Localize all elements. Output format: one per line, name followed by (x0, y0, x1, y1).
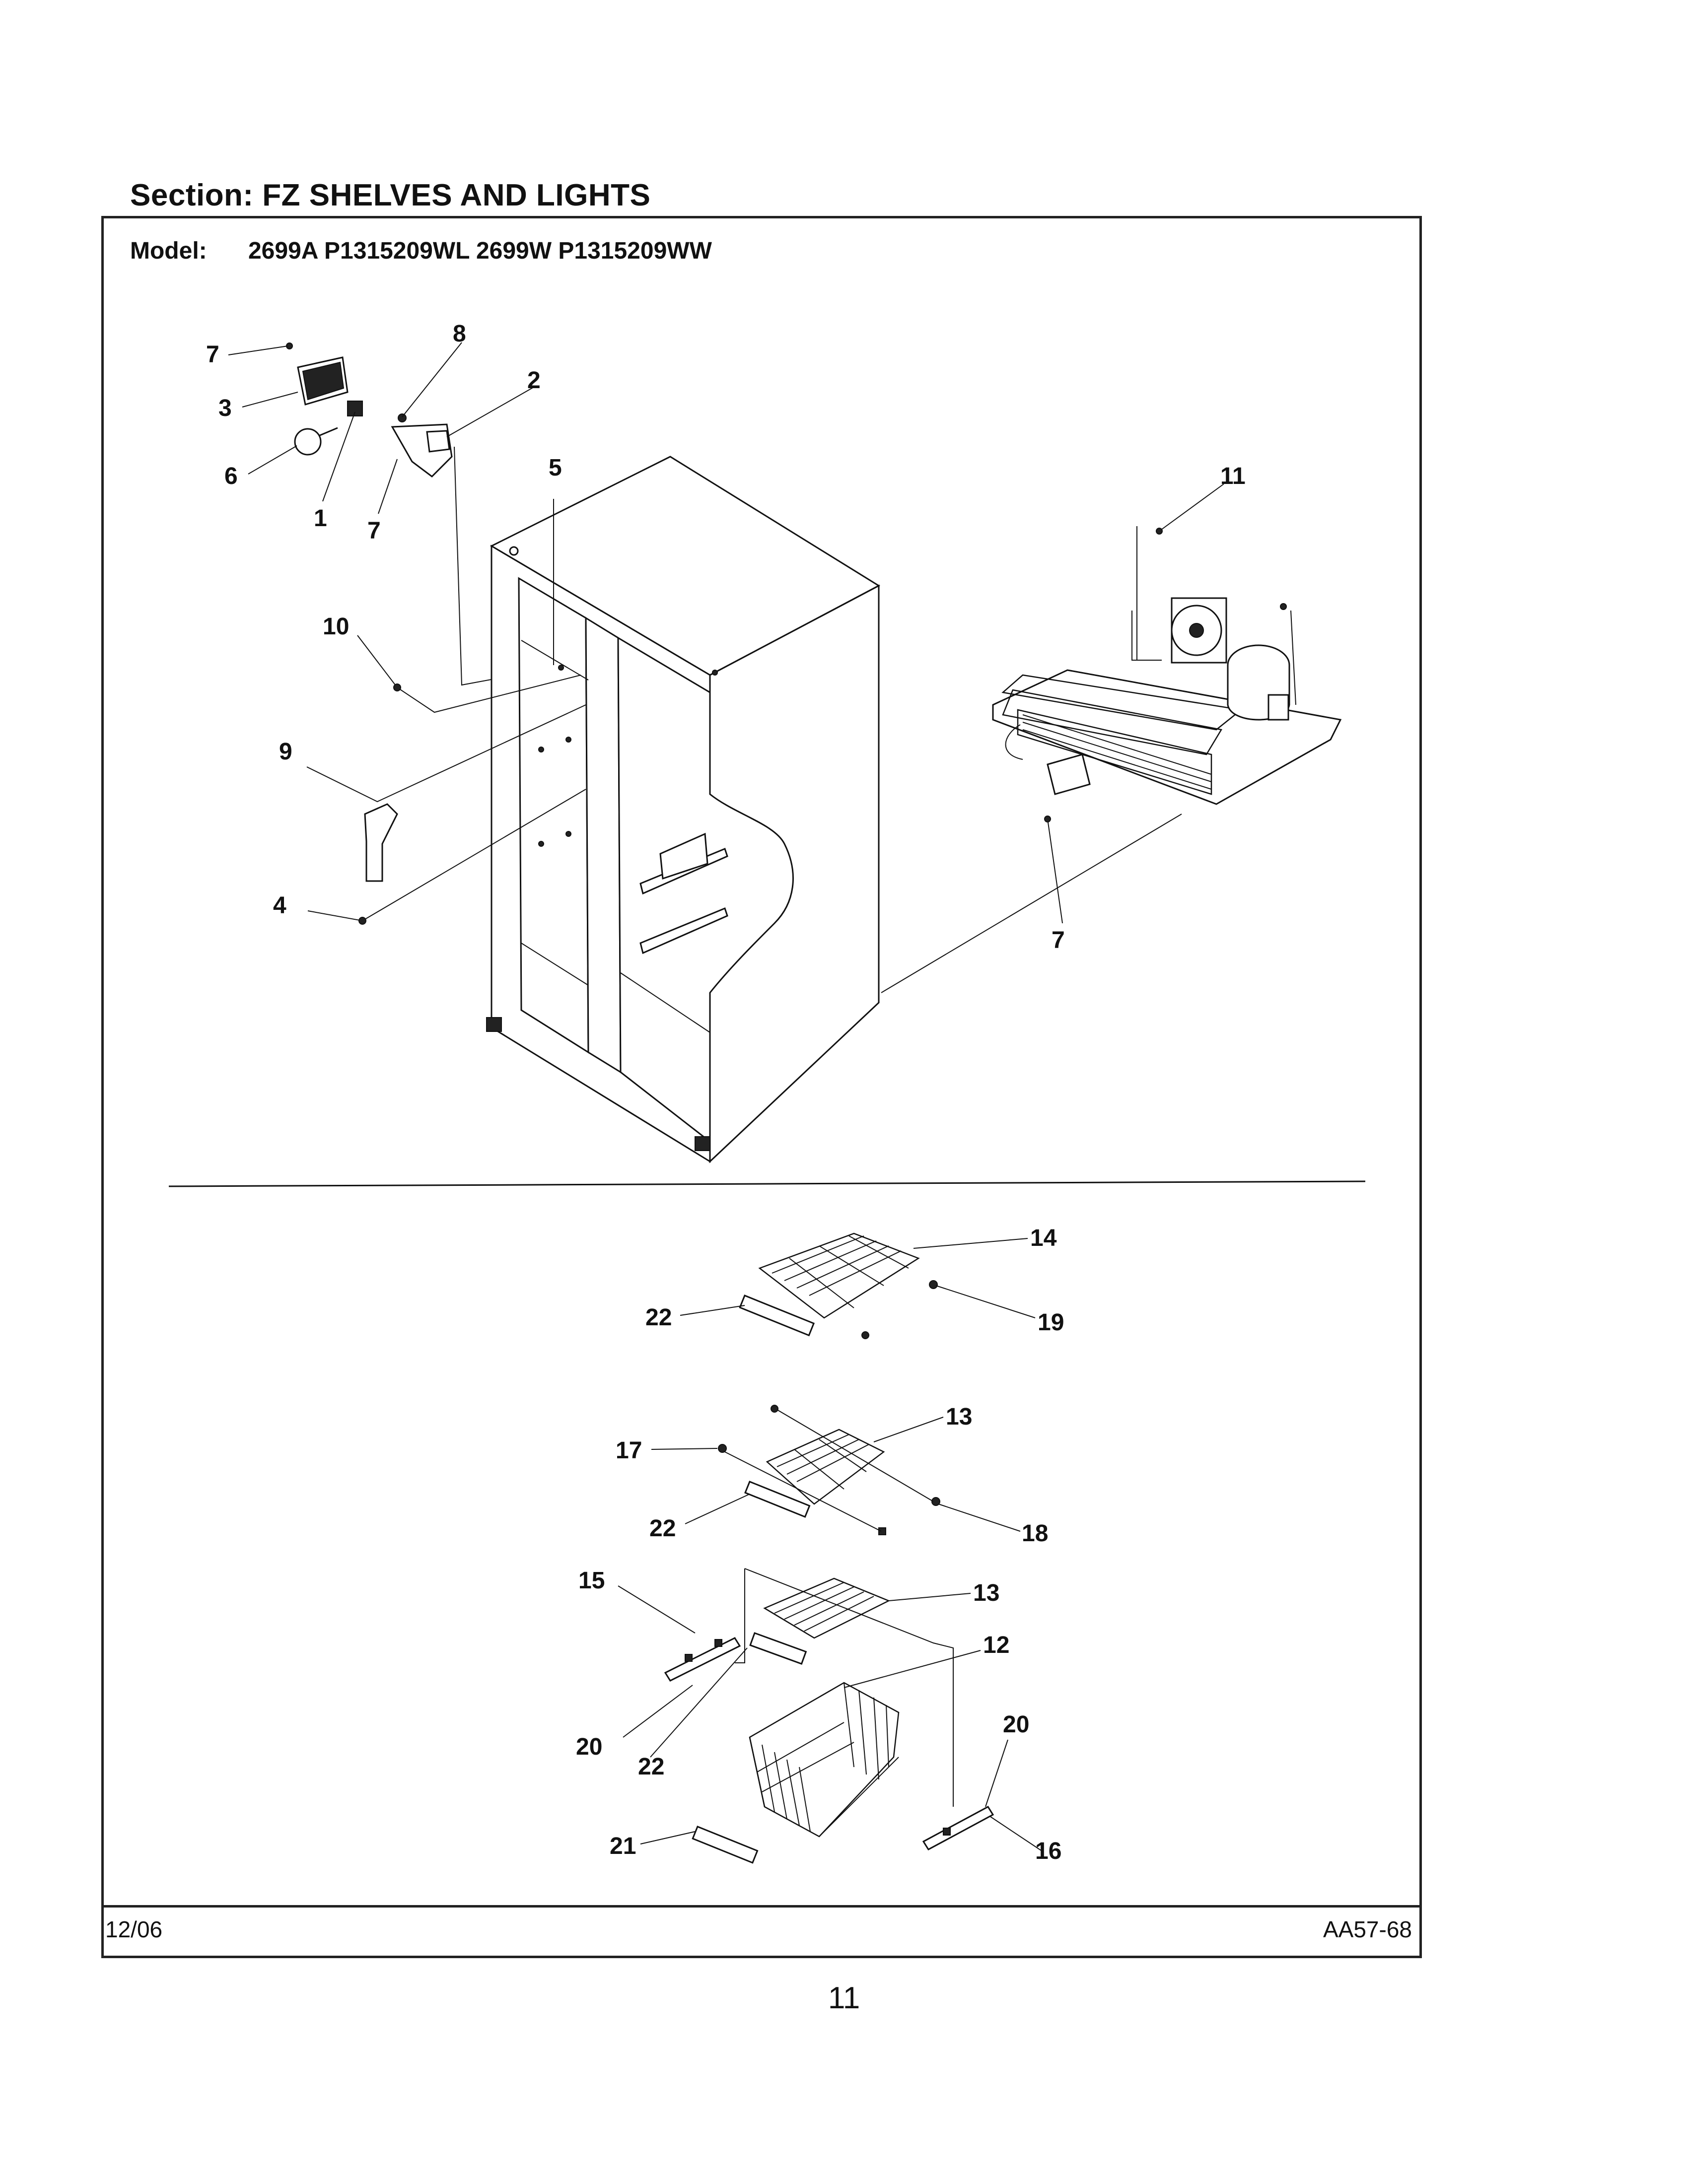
leaders-light (228, 342, 534, 514)
light-shield (297, 356, 349, 406)
relay-box (1267, 694, 1289, 721)
callout-20-left: 20 (576, 1734, 602, 1760)
callout-11: 11 (1220, 463, 1246, 489)
callout-2: 2 (527, 367, 541, 394)
callout-1: 1 (314, 505, 327, 532)
callout-22-mid: 22 (649, 1515, 676, 1542)
callout-21: 21 (610, 1833, 636, 1859)
callout-17: 17 (616, 1437, 642, 1464)
callout-6: 6 (224, 463, 238, 489)
callout-7-housing: 7 (367, 518, 381, 544)
callout-14: 14 (1030, 1225, 1057, 1251)
callout-4: 4 (273, 892, 286, 919)
model-value: 2699A P1315209WL 2699W P1315209WW (248, 238, 712, 264)
callout-16: 16 (1035, 1838, 1061, 1864)
refrigerator-cabinet (486, 456, 881, 1163)
model-label: Model: (130, 238, 207, 264)
callout-12: 12 (983, 1632, 1009, 1658)
footer-rule (101, 1905, 1422, 1908)
basket-trim-21 (692, 1826, 759, 1864)
vent-cover (364, 803, 398, 882)
freezer-basket (749, 1682, 900, 1838)
compressor (1227, 644, 1290, 721)
shelf-trim-22a (739, 1295, 815, 1337)
screw-8 (398, 413, 407, 422)
leaders-shelves (618, 1238, 1043, 1852)
freezer-shelf-13b (763, 1577, 891, 1639)
condenser-fan (1171, 597, 1227, 664)
callout-8: 8 (453, 321, 466, 347)
light-assembly (286, 342, 596, 686)
shelf-trim-22b (744, 1481, 811, 1518)
slide-rail-16 (922, 1806, 994, 1850)
condenser-coil (1001, 674, 1243, 795)
machine-compartment (992, 597, 1342, 805)
callout-10: 10 (323, 614, 349, 640)
callout-22-bottom: 22 (638, 1754, 664, 1780)
light-housing (391, 423, 453, 478)
drawing-code: AA57-68 (1323, 1916, 1412, 1942)
callout-7-top: 7 (206, 341, 219, 368)
callout-20-right: 20 (1003, 1711, 1029, 1738)
callout-3: 3 (218, 395, 232, 421)
light-bulb (294, 427, 338, 456)
revision-date: 12/06 (105, 1916, 163, 1942)
page-number: 11 (828, 1981, 860, 2015)
callout-13-bottom: 13 (973, 1580, 999, 1606)
callout-7-machine: 7 (1052, 927, 1065, 954)
leaders-cabinet (306, 499, 1182, 993)
callout-19: 19 (1038, 1309, 1064, 1336)
section-title: Section: FZ SHELVES AND LIGHTS (130, 178, 651, 212)
freezer-shelf-13a (766, 1429, 885, 1505)
callout-13-top: 13 (946, 1404, 972, 1430)
callout-15: 15 (578, 1568, 605, 1594)
freezer-shelf-14 (758, 1232, 920, 1319)
callout-5: 5 (549, 455, 562, 481)
model-line: Model: 2699A P1315209WL 2699W P1315209WW (130, 237, 712, 265)
callout-18: 18 (1022, 1520, 1048, 1547)
shelf-trim-22c (749, 1632, 807, 1665)
light-socket (347, 401, 363, 416)
callout-22-top: 22 (645, 1304, 672, 1331)
slide-rail-15 (664, 1637, 741, 1682)
section-divider (168, 1180, 1366, 1187)
callout-9: 9 (279, 739, 292, 765)
diagram-frame (101, 216, 1422, 1958)
power-block (1047, 753, 1091, 795)
leaders-machine (1044, 483, 1287, 924)
